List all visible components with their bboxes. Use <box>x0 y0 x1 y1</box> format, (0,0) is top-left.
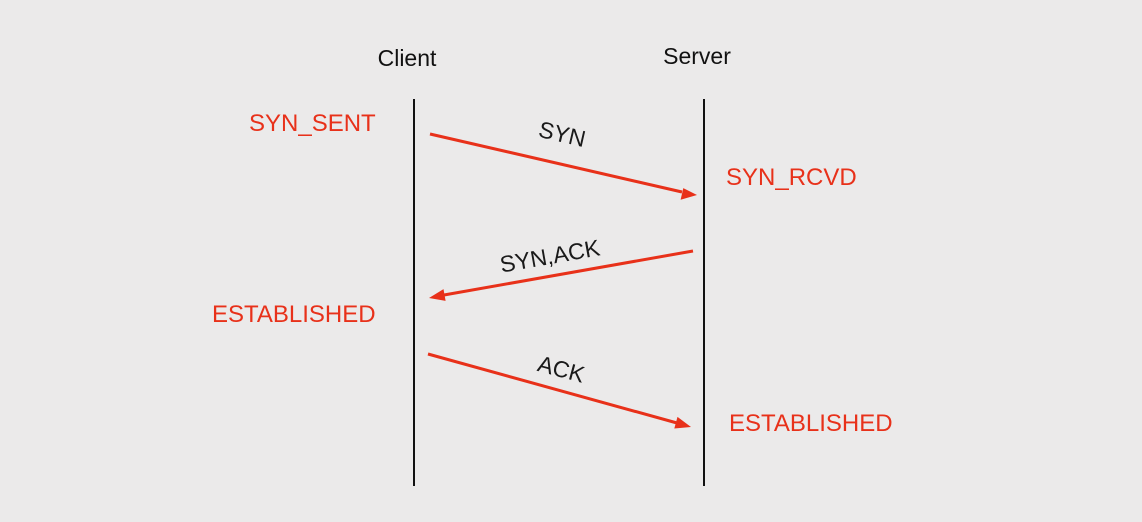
server-label: Server <box>663 43 731 69</box>
state-client-established: ESTABLISHED <box>212 301 376 328</box>
ack-arrow-line <box>427 352 678 425</box>
state-server-syn-rcvd: SYN_RCVD <box>726 164 857 191</box>
syn-ack-arrow-line <box>443 249 694 297</box>
state-client-syn-sent: SYN_SENT <box>249 110 376 137</box>
ack-arrowhead <box>674 416 691 429</box>
message-syn-ack: SYN,ACK <box>429 234 694 301</box>
syn-ack-arrowhead <box>429 289 446 301</box>
ack-label: ACK <box>535 350 588 388</box>
message-syn: SYN <box>429 116 697 200</box>
syn-arrow-line <box>429 132 683 194</box>
state-server-established: ESTABLISHED <box>729 410 893 437</box>
syn-arrowhead <box>680 188 697 200</box>
syn-label: SYN <box>536 116 588 152</box>
message-ack: ACK <box>427 350 691 429</box>
client-label: Client <box>378 45 437 71</box>
